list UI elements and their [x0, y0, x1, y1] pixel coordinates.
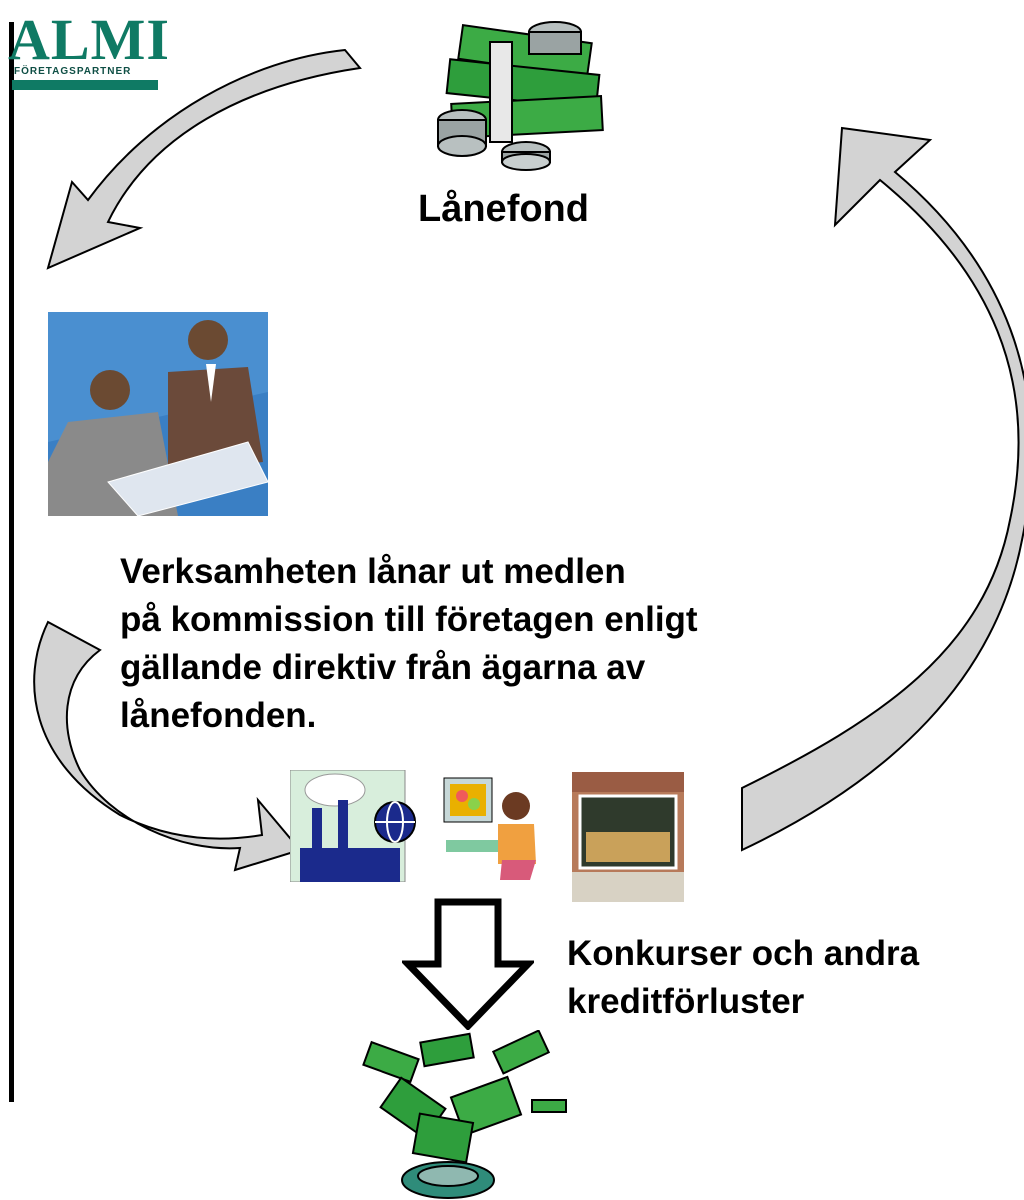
down-arrow-icon [402, 898, 534, 1030]
losses-text: Konkurser och andra kreditförluster [567, 930, 919, 1026]
flying-money-icon [362, 1030, 567, 1199]
almi-logo: ALMI FÖRETAGSPARTNER [0, 0, 170, 90]
description-line: lånefonden. [120, 696, 317, 735]
arrow-business-to-companies [33, 620, 302, 872]
logo-wordmark: ALMI [8, 7, 170, 72]
factory-icon [290, 770, 416, 882]
fund-label: Lånefond [418, 188, 589, 230]
arrow-companies-to-fund [741, 126, 1024, 852]
shop-window-photo [572, 772, 684, 902]
description-text: Verksamheten lånar ut medlen på kommissi… [120, 548, 698, 740]
description-line: gällande direktiv från ägarna av [120, 648, 646, 687]
arrow-fund-to-business [46, 48, 362, 270]
losses-line: Konkurser och andra [567, 934, 920, 973]
logo-tagline: FÖRETAGSPARTNER [14, 66, 132, 77]
losses-line: kreditförluster [567, 982, 805, 1021]
business-people-photo [48, 312, 268, 516]
description-line: på kommission till företagen enligt [120, 600, 698, 639]
left-divider [9, 22, 14, 1102]
money-stack-icon [437, 21, 604, 171]
description-line: Verksamheten lånar ut medlen [120, 552, 626, 591]
computer-user-icon [443, 777, 536, 880]
logo-bar [12, 80, 158, 90]
